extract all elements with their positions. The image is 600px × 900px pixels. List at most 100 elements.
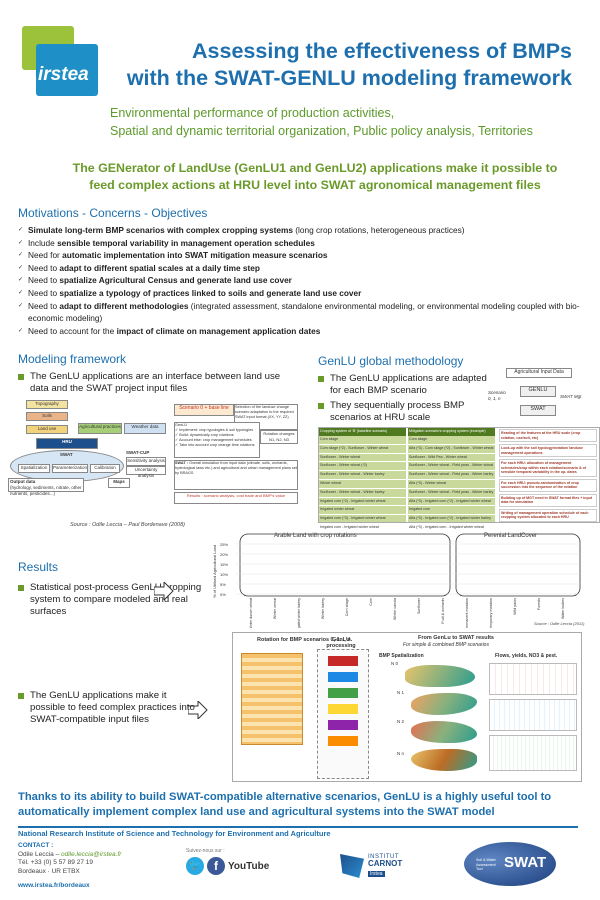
mitigation-column: Mitigation scenario's cropping system (e… bbox=[408, 428, 495, 533]
parameterization-box: Parameterization bbox=[52, 464, 88, 473]
bmp-spat-label: BMP Spatialization bbox=[379, 653, 424, 659]
agri-practices-box: Agricultural practices bbox=[78, 423, 122, 434]
y-tick-label: 5% bbox=[220, 582, 226, 587]
map-n2 bbox=[411, 721, 477, 743]
facebook-icon[interactable]: f bbox=[207, 857, 225, 875]
table-cell: Irrigated corn (*2) - Irrigated winter w… bbox=[319, 498, 406, 507]
x-tick-label: Corn silage bbox=[345, 598, 349, 616]
contact-email-link[interactable]: odile.leccia@irstea.fr bbox=[61, 850, 122, 858]
swat-label: SWAT bbox=[60, 452, 73, 457]
flow-graph-3 bbox=[489, 735, 577, 771]
rotation-heading: Rotation for BMP scenarios 0, 1..., n. bbox=[257, 637, 353, 643]
genlu-item: ✓ Implement: crop typologies & soil typo… bbox=[175, 428, 254, 432]
y-tick-label: 0% bbox=[220, 592, 226, 597]
methodology-heading: GenLU global methodology bbox=[318, 354, 464, 368]
poster-subtitle: Environmental performance of production … bbox=[110, 106, 533, 138]
institute-name: National Research Institute of Science a… bbox=[18, 829, 331, 838]
youtube-icon[interactable]: YouTube bbox=[228, 860, 270, 872]
process-step: Look-up with the soil typology/rotation/… bbox=[499, 444, 597, 457]
motivation-item: Need to account for the impact of climat… bbox=[18, 325, 588, 338]
genlu-box: GenLU ✓ Implement: crop typologies & soi… bbox=[174, 422, 260, 458]
table-cell: Corn silage bbox=[408, 436, 495, 445]
scenario-box: Scenario 0 + base line bbox=[174, 404, 234, 416]
results-arrow-2 bbox=[188, 701, 208, 719]
results-section: Results Statistical post-process GenLU c… bbox=[18, 560, 208, 618]
x-tick-label: Temporary meadow bbox=[489, 598, 493, 628]
map-n2-label: N 2 bbox=[397, 719, 405, 724]
results-chart-svg: Arable Land with crop rotations Perenial … bbox=[212, 533, 581, 633]
results-text-2: The GenLU applications make it possible … bbox=[18, 690, 200, 726]
maps-box: Maps bbox=[108, 478, 130, 488]
y-axis-label: % of Utilised Agricultural Land bbox=[212, 545, 217, 598]
framework-section: Modeling framework The GenLU application… bbox=[18, 352, 288, 395]
contact-block: CONTACT : Odile Leccia – odile.leccia@ir… bbox=[18, 842, 122, 889]
map-n0 bbox=[405, 665, 475, 687]
table-cell: Sunflower - Winter wheat - Field peas - … bbox=[408, 471, 495, 480]
table-cell: Alfa (*3) - Irrigated corn - Irrigated w… bbox=[408, 524, 495, 533]
x-tick-label: Fruit & orchards bbox=[441, 598, 445, 624]
table-cell: Irrigated corn - Irrigated winter wheat bbox=[319, 524, 406, 533]
motivation-item: Need to adapt to different methodologies… bbox=[18, 300, 588, 325]
irstea-logo: irstea bbox=[22, 26, 100, 98]
x-tick-label: Permanent meadow bbox=[465, 598, 469, 628]
spatialization-box: Spatialization bbox=[18, 464, 50, 473]
website-link[interactable]: www.irstea.fr/bordeaux bbox=[18, 882, 90, 889]
flow-graph-2 bbox=[489, 699, 577, 731]
table-cell: Corn silage (*2) - Sunflower - Winter wh… bbox=[319, 445, 406, 454]
table-cell: Alfa (*3) - Irrigated corn (*2) - Irriga… bbox=[408, 515, 495, 524]
poster-title: Assessing the effectiveness of BMPs with… bbox=[126, 39, 572, 90]
motivations-section: Motivations - Concerns - Objectives Simu… bbox=[18, 206, 588, 337]
methodology-item: The GenLU applications are adapted for e… bbox=[318, 373, 498, 397]
table-cell: Corn silage bbox=[319, 436, 406, 445]
table-cell: Irrigated corn bbox=[408, 506, 495, 516]
process-steps: Reading of the features at the HRU scale… bbox=[499, 428, 597, 522]
table-cell: Sunflower - Winter wheat bbox=[319, 454, 406, 463]
perennial-group-frame bbox=[455, 533, 581, 597]
table-cell: Alfa (*3) - Corn silage (*2) - Sunflower… bbox=[408, 445, 495, 454]
landuse-box: Land use bbox=[26, 425, 68, 434]
x-tick-label: Forests bbox=[537, 598, 541, 610]
process-step: Building up of MGT need in SWAT format f… bbox=[499, 493, 597, 507]
perennial-label: Perenial LandCover bbox=[484, 533, 537, 539]
arable-group-frame bbox=[239, 533, 451, 597]
x-tick-label: Winter canola bbox=[393, 598, 397, 620]
process-step: For each HRU: pseudo-randomisation of cr… bbox=[499, 478, 597, 492]
table-cell: Sunflower - Wild Pea - Winter wheat bbox=[408, 454, 495, 463]
table-cell: Sunflower - Winter wheat - Field peas - … bbox=[408, 462, 495, 472]
carnot-logo: INSTITUT CARNOT Irstea bbox=[340, 852, 402, 886]
framework-text: The GenLU applications are an interface … bbox=[18, 371, 288, 395]
methodology-mini-diagram: Agricultural Input Data GENLU SWAT Scena… bbox=[488, 368, 582, 420]
results-text-1: Statistical post-process GenLU cropping … bbox=[18, 582, 208, 618]
twitter-icon[interactable]: 🐦 bbox=[186, 857, 204, 875]
genlu-item: ✓ Build: dynamically crop rotations bbox=[175, 433, 234, 437]
y-tick-label: 20% bbox=[220, 552, 228, 557]
x-tick-label: Sunflower bbox=[417, 597, 421, 614]
motivation-item: Include sensible temporal variability in… bbox=[18, 237, 588, 250]
uncertainty-box: Uncertainty analysis bbox=[126, 466, 166, 478]
methodology-item: They sequentially process BMP scenarios … bbox=[318, 400, 498, 424]
motivation-item: Need to adapt to different spatial scale… bbox=[18, 262, 588, 275]
motivation-item: Need for automatic implementation into S… bbox=[18, 249, 588, 262]
map-n1-label: N 1 bbox=[397, 690, 405, 695]
table-cell: Sunflower - Winter wheat (*2) bbox=[319, 462, 406, 472]
genlu-mini-box: GENLU bbox=[520, 386, 556, 397]
x-tick-label: Irrigated winter barley bbox=[297, 598, 301, 628]
social-follow: Suivez-nous sur : 🐦 f YouTube bbox=[186, 848, 270, 875]
methodology-section: GenLU global methodology The GenLU appli… bbox=[318, 354, 498, 427]
tagline: The GENerator of LandUse (GenLU1 and Gen… bbox=[72, 161, 558, 192]
hru-box: HRU bbox=[36, 438, 98, 449]
x-tick-label: Corn bbox=[369, 598, 373, 606]
arable-label: Arable Land with crop rotations bbox=[274, 533, 357, 539]
chart-source: Source : Odile Leccia (2011) bbox=[534, 621, 585, 626]
results-chart: Arable Land with crop rotations Perenial … bbox=[212, 528, 588, 633]
motivation-item: Need to spatialize Agricultural Census a… bbox=[18, 274, 588, 287]
topography-box: Topography bbox=[26, 400, 68, 409]
genlu-item: ✓ Account else: crop management schedule… bbox=[175, 438, 252, 442]
table-cell: Sunflower - Winter wheat - Winter barley bbox=[319, 489, 406, 498]
conclusion: Thanks to its ability to build SWAT-comp… bbox=[18, 791, 552, 818]
y-tick-label: 10% bbox=[220, 572, 228, 577]
process-step: Writing of management operation schedule… bbox=[499, 508, 597, 522]
table-cell: Irrigated corn (*3) - Irrigated winter w… bbox=[319, 515, 406, 524]
